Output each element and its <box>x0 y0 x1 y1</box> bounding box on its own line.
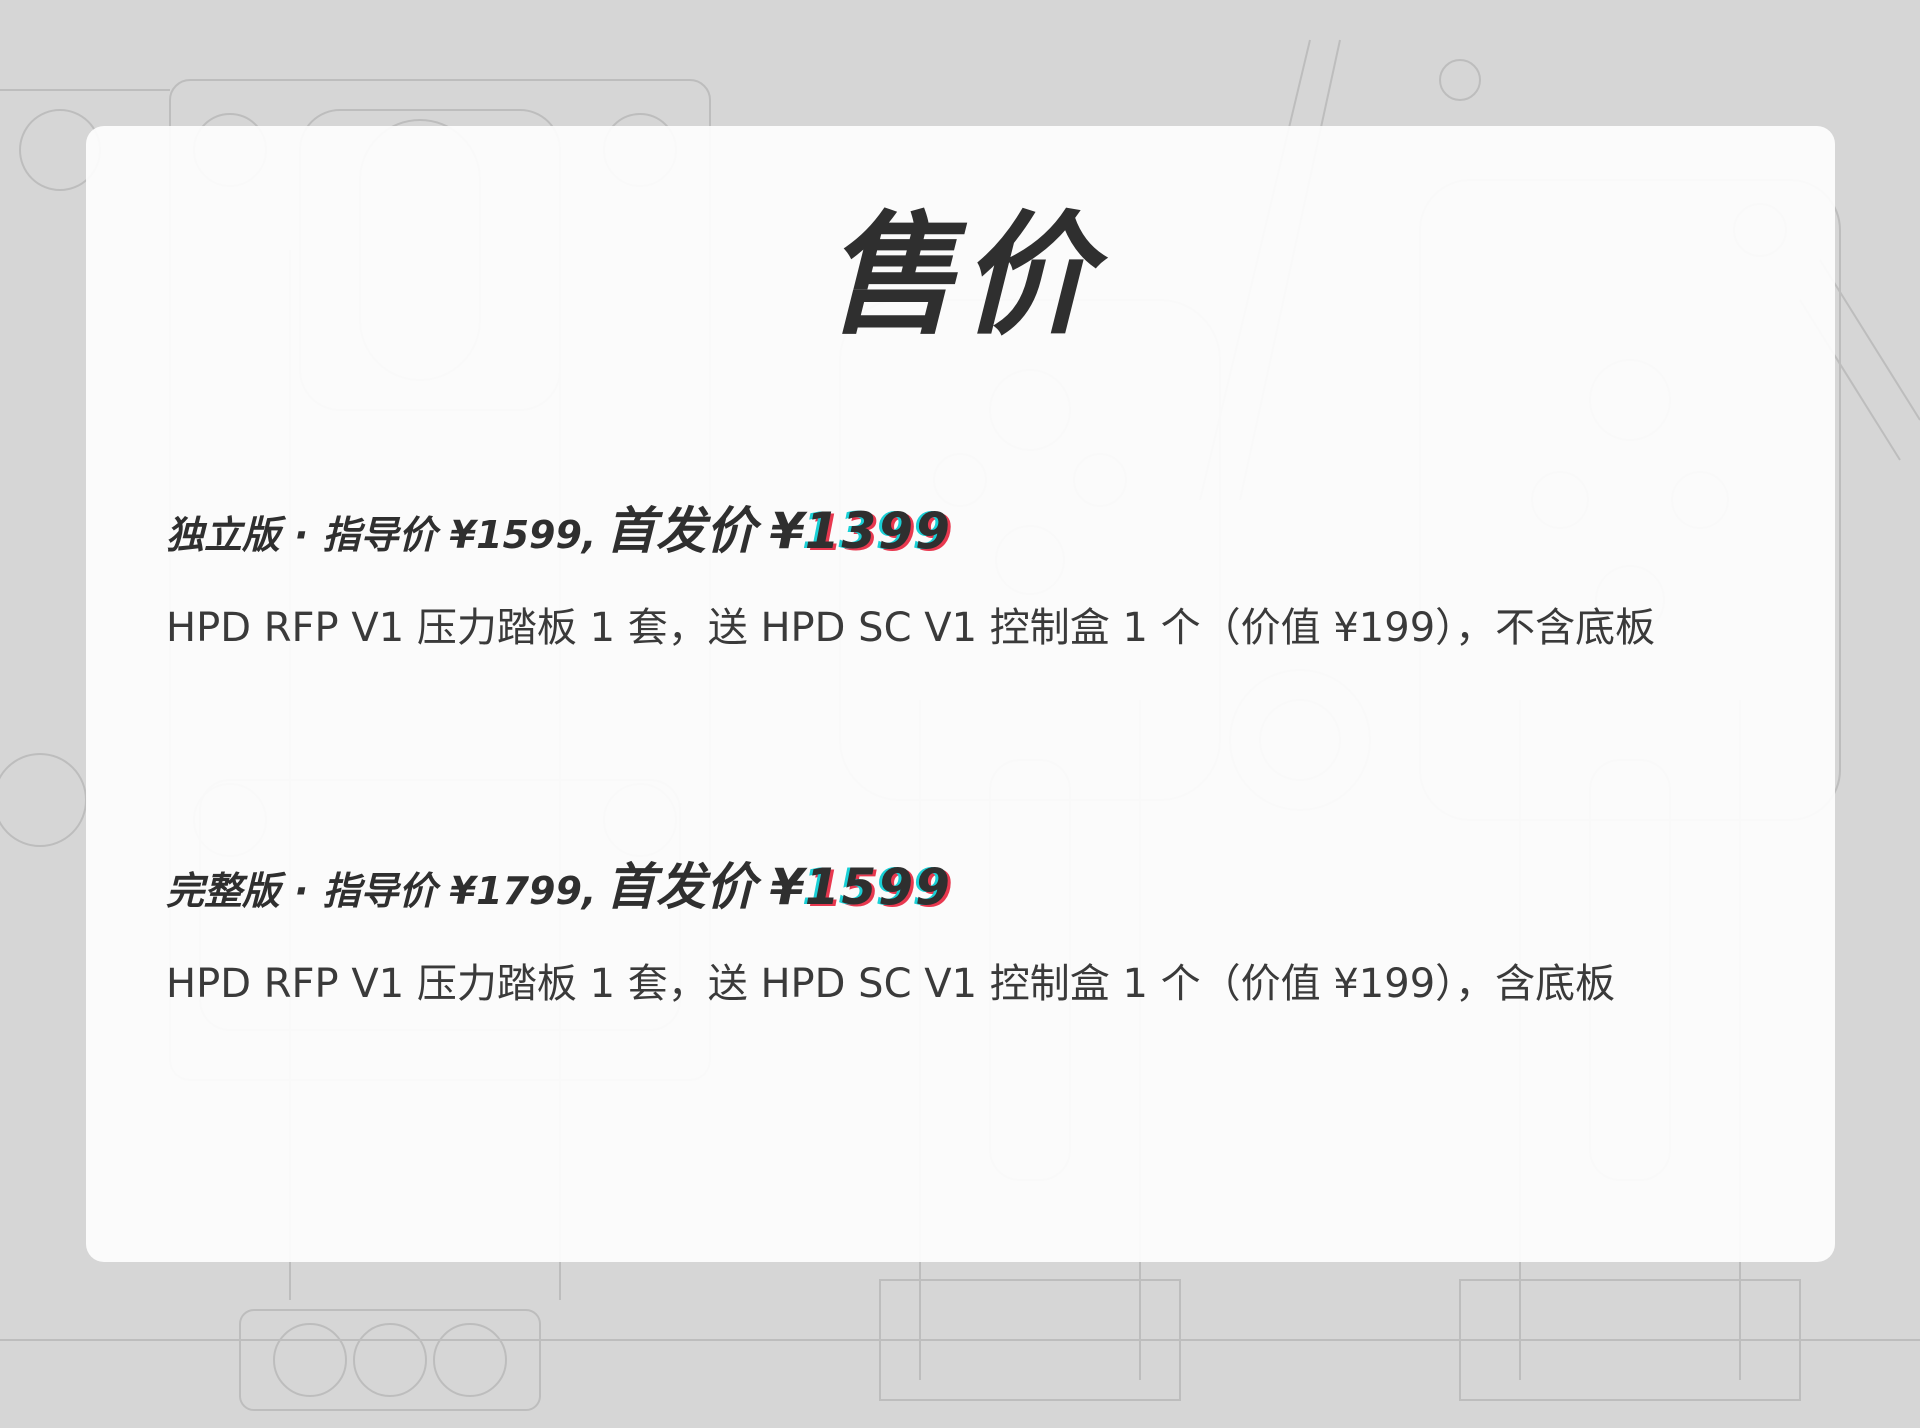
guide-price: 指导价 ¥1799, <box>322 869 597 913</box>
edition-standalone: 独立版 · 指导价 ¥1599, 首发价¥1399 HPD RFP V1 压力踏板 … <box>166 496 1775 656</box>
separator: · <box>294 869 309 913</box>
guide-price: 指导价 ¥1599, <box>322 513 597 557</box>
edition-name: 完整版 <box>166 869 281 913</box>
launch-price: 1399 <box>804 502 952 560</box>
launch-label: 首发价 <box>605 858 756 916</box>
separator: · <box>294 513 309 557</box>
page-title: 售价 <box>824 199 1097 353</box>
edition-complete: 完整版 · 指导价 ¥1799, 首发价¥1599 HPD RFP V1 压力踏板 … <box>166 852 1775 1012</box>
launch-currency: ¥ <box>769 502 805 560</box>
edition-description: HPD RFP V1 压力踏板 1 套，送 HPD SC V1 控制盒 1 个（… <box>166 961 1616 1007</box>
pricing-card: 售价 独立版·指导价 ¥1599, 首发价¥1399 HPD RFP V1 压力… <box>86 126 1835 1262</box>
launch-label: 首发价 <box>605 502 756 560</box>
edition-name: 独立版 <box>166 513 281 557</box>
launch-currency: ¥ <box>769 858 805 916</box>
launch-price: 1599 <box>804 858 952 916</box>
edition-description: HPD RFP V1 压力踏板 1 套，送 HPD SC V1 控制盒 1 个（… <box>166 605 1656 651</box>
edition-price-line: 独立版 · 指导价 ¥1599, 首发价¥1399 <box>166 496 1775 566</box>
edition-price-line: 完整版 · 指导价 ¥1799, 首发价¥1599 <box>166 852 1775 922</box>
